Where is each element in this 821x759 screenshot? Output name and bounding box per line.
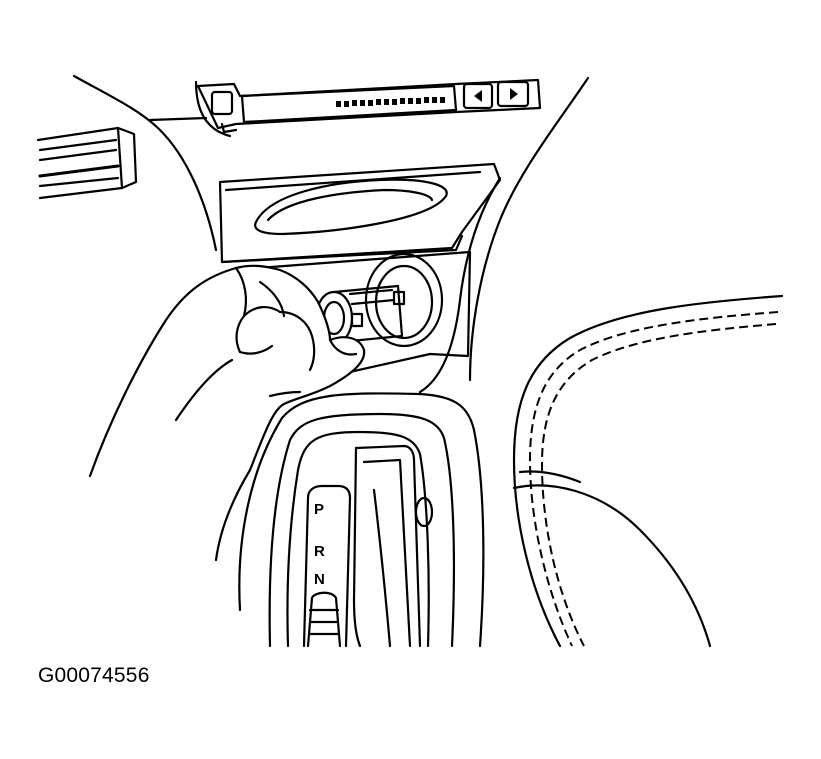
radio-display-unit [196,78,542,134]
shift-letter-r: R [314,543,325,560]
shift-indicator-strip: P R N [302,484,352,648]
storage-tray-panel [218,162,502,264]
left-air-vent [36,126,138,200]
shift-knob-base [306,591,342,648]
gear-shift-housing [238,392,485,648]
shift-lever [352,444,434,648]
figure-code: G00074556 [38,664,150,687]
display-segment-text [336,97,445,107]
shift-letter-n: N [314,571,325,588]
seek-left-icon [474,90,482,102]
shift-letter-p: P [314,501,324,518]
hand [88,264,366,562]
seek-right-icon [510,88,518,100]
dashboard-outline [72,74,590,394]
seat [512,294,784,648]
